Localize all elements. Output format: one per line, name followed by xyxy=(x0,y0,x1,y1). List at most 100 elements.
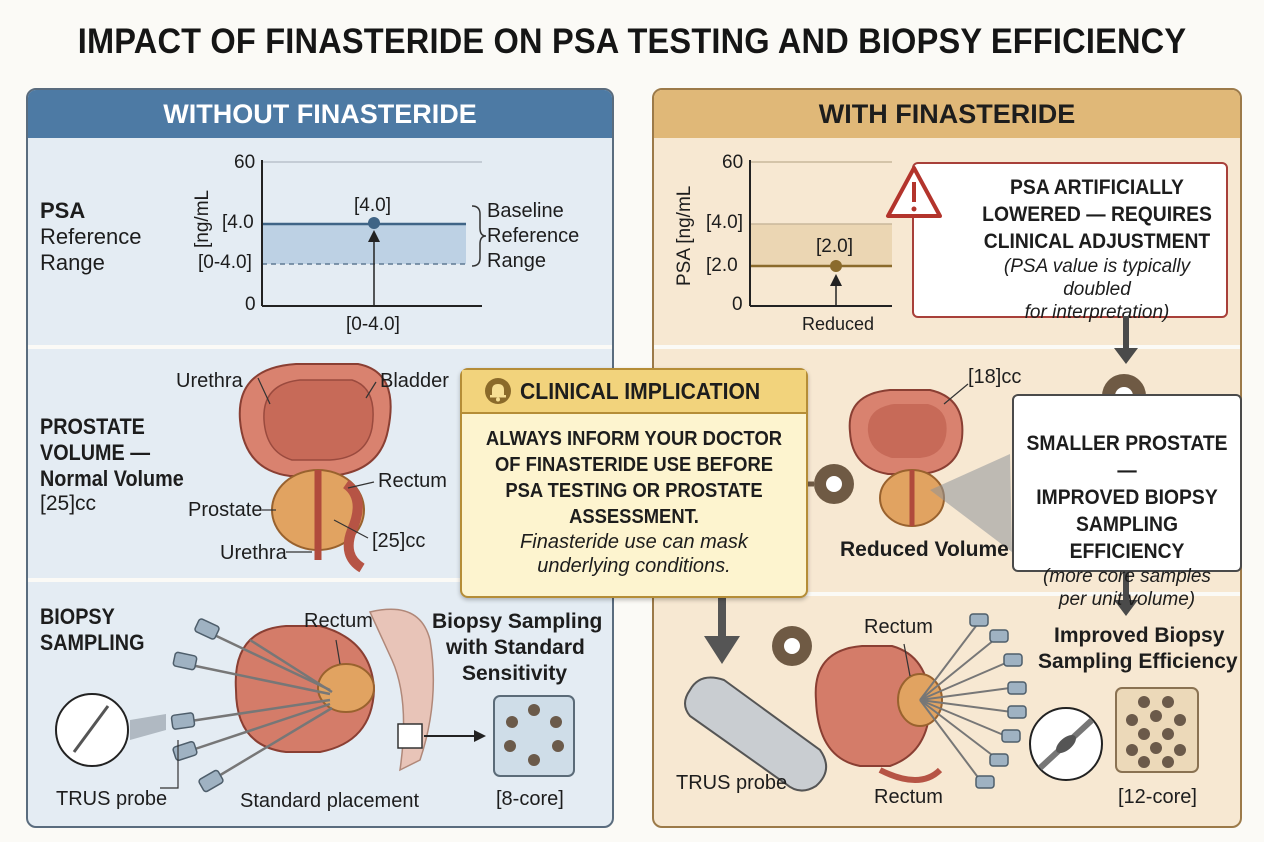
brace-label: Reference xyxy=(487,225,580,247)
volume-value: [25]cc xyxy=(40,492,97,515)
needle-hubs xyxy=(170,618,224,793)
bladder-inner xyxy=(263,379,374,461)
flow-arrow-head-icon xyxy=(1114,600,1138,616)
efficiency-line: SMALLER PROSTATE — xyxy=(1026,432,1228,482)
psa-title-line3: Range xyxy=(40,250,105,275)
volume-cc-label: [25]cc xyxy=(372,530,426,552)
biopsy-caption-line3: Sensitivity xyxy=(462,662,568,685)
biopsy-prostate-shape xyxy=(317,663,375,713)
standard-placement-label: Standard placement xyxy=(240,790,420,812)
probe-arrow-head-icon xyxy=(704,636,740,664)
core-count-label: [12-core] xyxy=(1118,786,1197,808)
reduced-volume-caption: Reduced Volume xyxy=(840,538,1009,561)
core-sample-grid-8 xyxy=(493,695,575,777)
biopsy-needles xyxy=(183,630,333,782)
reference-range-band xyxy=(262,224,466,264)
psa-tick: 60 xyxy=(722,152,744,173)
clinical-implication-heading: CLINICAL IMPLICATION xyxy=(520,378,761,404)
core-dots-12 xyxy=(1126,696,1186,768)
core-count-label: [8-core] xyxy=(496,788,564,810)
probe-beam xyxy=(130,714,166,740)
core-dots-8 xyxy=(504,704,564,766)
psa-x-label: [0-4.0] xyxy=(346,314,400,335)
psa-point xyxy=(368,217,380,229)
psa-point-label: [4.0] xyxy=(354,195,391,216)
leader-line xyxy=(943,383,969,405)
efficiency-line: IMPROVED BIOPSY xyxy=(1036,486,1218,509)
bladder-inner xyxy=(867,404,947,458)
volume-title-line2: VOLUME — xyxy=(40,440,151,465)
psa-tick: [0-4.0] xyxy=(198,252,252,273)
bell-icon xyxy=(485,378,511,404)
psa-tick: 0 xyxy=(732,294,743,315)
leader-line xyxy=(347,481,375,489)
implication-line: PSA TESTING OR PROSTATE xyxy=(505,480,763,502)
psa-x-label: Reduced xyxy=(802,314,875,334)
warning-icon-dot xyxy=(911,206,917,212)
with-finasteride-header: WITH FINASTERIDE xyxy=(654,90,1240,138)
clinical-implication-box: CLINICAL IMPLICATION ALWAYS INFORM YOUR … xyxy=(460,368,808,598)
core-sample-grid-12 xyxy=(1115,687,1199,773)
psa-title: PSA xyxy=(40,198,86,223)
reduced-volume-cc-label: [18]cc xyxy=(968,366,1022,388)
clinical-implication-header: CLINICAL IMPLICATION xyxy=(462,370,806,414)
implication-line: ASSESSMENT. xyxy=(569,506,699,528)
efficiency-note: per unit volume) xyxy=(1058,589,1196,610)
implication-note: underlying conditions. xyxy=(537,555,731,577)
psa-title-line2: Reference xyxy=(40,224,142,249)
leader-line xyxy=(257,377,271,405)
brace-label: Range xyxy=(487,250,546,272)
sample-box-icon xyxy=(397,723,423,749)
leader-line xyxy=(335,639,341,665)
gear-icon-center xyxy=(784,638,800,654)
psa-warning-callout: PSA ARTIFICIALLY LOWERED — REQUIRES CLIN… xyxy=(912,162,1228,323)
leader-line xyxy=(160,740,179,789)
efficiency-callout: SMALLER PROSTATE — IMPROVED BIOPSY SAMPL… xyxy=(1012,394,1242,610)
biopsy-title-line2: SAMPLING xyxy=(40,630,145,655)
efficiency-note: (more core samples xyxy=(1043,566,1211,587)
brace-icon xyxy=(471,205,487,267)
probe-tip-icon xyxy=(72,705,110,753)
biopsy-caption-line2: Sampling Efficiency xyxy=(1038,650,1238,673)
arrow-head-icon xyxy=(474,730,486,742)
needle-hubs xyxy=(969,613,1027,789)
psa-tick: 0 xyxy=(245,294,256,315)
psa-point xyxy=(830,260,842,272)
band-divider xyxy=(654,592,1240,596)
trus-probe-label: TRUS probe xyxy=(56,788,168,810)
warning-line: PSA ARTIFICIALLY xyxy=(1010,176,1184,199)
implication-line: OF FINASTERIDE USE BEFORE xyxy=(494,454,774,476)
rectum-label: Rectum xyxy=(378,470,447,492)
band-divider xyxy=(654,345,1240,349)
warning-note: (PSA value is typically doubled xyxy=(1003,256,1191,300)
pointer-arrow-icon xyxy=(830,274,842,286)
psa-tick: [4.0 xyxy=(222,212,254,233)
warning-line: LOWERED — REQUIRES xyxy=(982,203,1212,226)
trus-probe-label: TRUS probe xyxy=(676,772,788,794)
biopsy-rectum-bottom-label: Rectum xyxy=(874,786,943,808)
biopsy-caption-line2: with Standard xyxy=(446,636,585,659)
biopsy-rectum-label: Rectum xyxy=(864,616,933,638)
gear-icon-center xyxy=(826,476,842,492)
page-title: IMPACT OF FINASTERIDE ON PSA TESTING AND… xyxy=(77,22,1187,61)
reference-range-band xyxy=(750,224,892,266)
brace-label: Baseline xyxy=(487,200,564,222)
probe-beam xyxy=(930,454,1012,552)
leader-line xyxy=(903,643,911,677)
volume-title: PROSTATE xyxy=(40,414,145,439)
implication-line: ALWAYS INFORM YOUR DOCTOR xyxy=(485,428,783,450)
psa-tick: [4.0] xyxy=(706,212,743,233)
warning-line: CLINICAL ADJUSTMENT xyxy=(983,230,1211,253)
volume-title-line3: Normal Volume xyxy=(40,466,184,491)
biopsy-needles xyxy=(919,625,1013,781)
pointer-arrow-icon xyxy=(368,230,380,242)
urethra-bottom-label: Urethra xyxy=(220,542,287,564)
psa-point-label: [2.0] xyxy=(816,236,853,257)
biopsy-caption: Biopsy Sampling xyxy=(432,610,603,633)
trus-probe-shape xyxy=(684,676,827,792)
